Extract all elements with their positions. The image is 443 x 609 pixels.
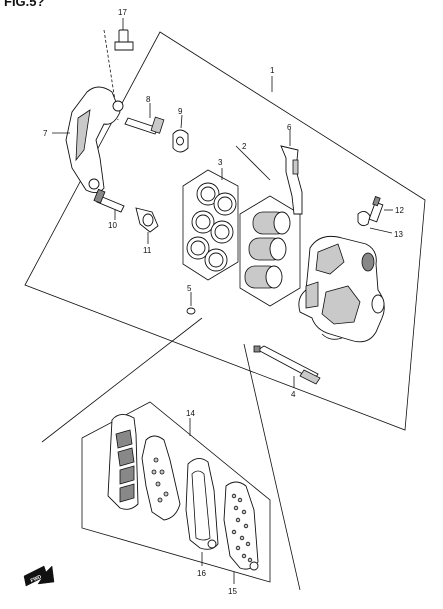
callout-15: 15: [228, 587, 237, 596]
callout-4: 4: [291, 390, 296, 399]
part-10-slide-pin: [93, 188, 125, 213]
callout-6: 6: [287, 123, 292, 132]
part-7-caliper-bracket: [65, 86, 124, 193]
callout-7: 7: [43, 129, 48, 138]
callout-16: 16: [197, 569, 206, 578]
callout-9: 9: [178, 107, 183, 116]
forward-arrow-icon: FWD: [23, 565, 55, 587]
brake-pad-1: [107, 414, 139, 510]
callout-3: 3: [218, 158, 223, 167]
assembly-to-pads-leader: [243, 343, 301, 591]
part-3-seal-set: [182, 169, 239, 281]
callout-1: 1: [270, 66, 275, 75]
part-4-pad-pin: [253, 345, 321, 385]
part-16-pad-shim: [185, 458, 219, 550]
callout-12: 12: [395, 206, 404, 215]
part-15-pad-shim: [223, 481, 259, 571]
part-6-pad-spring: [280, 145, 303, 215]
callout-5: 5: [187, 284, 192, 293]
fwd-label: FWD: [30, 574, 43, 584]
part-13-bleeder-cap: [357, 211, 371, 227]
callout-8: 8: [146, 95, 151, 104]
callout-13: 13: [394, 230, 403, 239]
part-2-piston-set: [239, 195, 301, 307]
callout-17: 17: [118, 8, 127, 17]
callout-2: 2: [242, 142, 247, 151]
part-12-bleeder-valve: [368, 196, 384, 223]
bracket-line-2: [235, 145, 271, 181]
part-11-boot: [135, 207, 159, 233]
part-9-boot: [172, 129, 189, 153]
part-1-caliper-body: [298, 235, 385, 343]
brake-pad-shim-2: [141, 435, 181, 521]
part-8-slide-pin: [124, 116, 165, 135]
part-5-washer: [186, 307, 196, 315]
pad-set-outline: [81, 401, 271, 583]
washer-leader: [41, 317, 203, 443]
callout-14: 14: [186, 409, 195, 418]
figure-title: FIG.5?: [4, 0, 45, 9]
callout-10: 10: [108, 221, 117, 230]
callout-11: 11: [143, 246, 152, 255]
